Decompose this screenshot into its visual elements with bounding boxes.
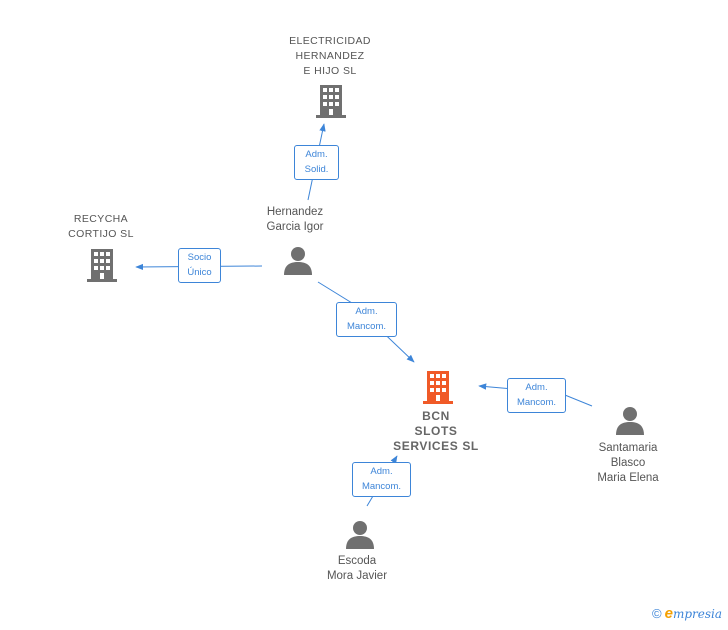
footer-brand[interactable]: ©empresia [652,605,722,622]
brand-logo-text: mpresia [672,607,722,621]
edge-label-adm-mancom: Adm. Mancom. [352,462,411,497]
building-icon [423,371,453,404]
node-hernandez-label[interactable]: Hernandez Garcia Igor [266,206,324,233]
edge-label-socio-unico: Socio Único [178,248,221,283]
building-icon [87,249,117,282]
building-icon [316,85,346,118]
node-electricidad-label[interactable]: ELECTRICIDAD HERNANDEZ E HIJO SL [289,35,371,77]
node-bcn-label[interactable]: BCN SLOTS SERVICES SL [393,409,479,453]
person-icon [346,521,374,549]
node-santamaria-label[interactable]: Santamaria Blasco Maria Elena [597,442,659,484]
node-escoda-label[interactable]: Escoda Mora Javier [326,555,388,582]
node-recycha-label[interactable]: RECYCHA CORTIJO SL [68,213,134,240]
edge-label-adm-mancom: Adm. Mancom. [336,302,397,337]
brand-logo-initial: e [664,605,673,622]
person-icon [284,247,312,275]
person-icon [616,407,644,435]
edge-label-adm-mancom: Adm. Mancom. [507,378,566,413]
copyright-icon: © [652,606,662,621]
edge-label-adm-solid: Adm. Solid. [294,145,339,180]
